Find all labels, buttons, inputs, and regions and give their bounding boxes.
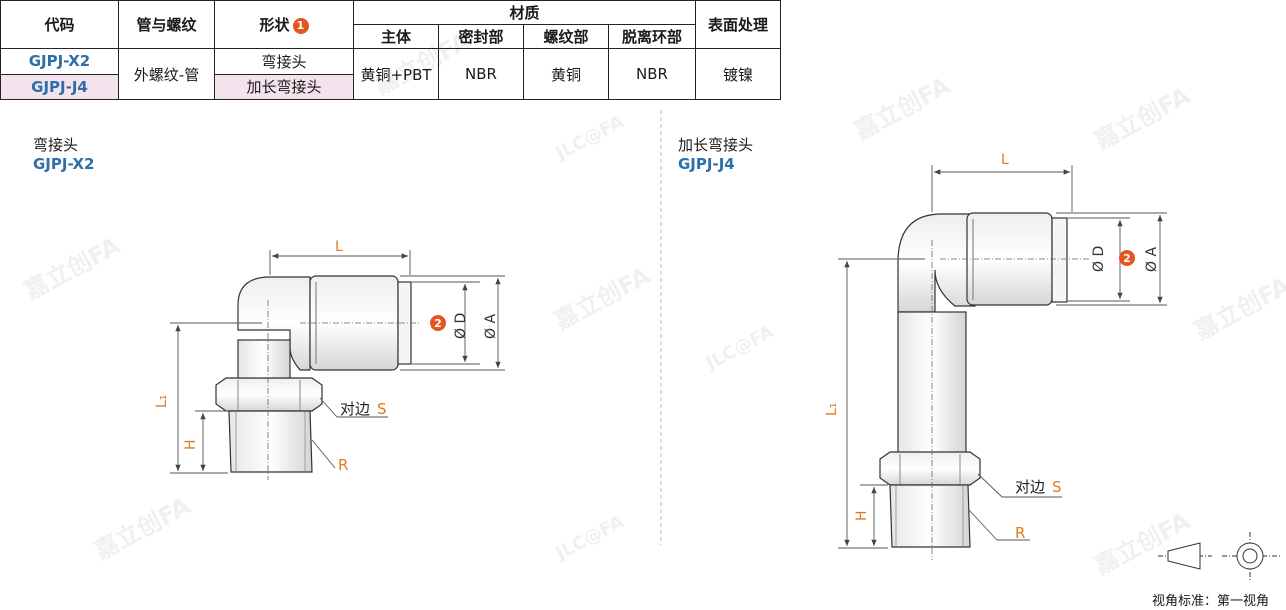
badge2-left: 2 bbox=[434, 317, 442, 330]
dim-L1-left: L₁ bbox=[154, 395, 170, 408]
left-code: GJPJ-X2 bbox=[33, 155, 95, 173]
header-code: 代码 bbox=[0, 0, 119, 49]
badge2-right-bg bbox=[1119, 250, 1135, 266]
dim-D-right: Ø D bbox=[1091, 246, 1107, 272]
watermark-brand: 嘉立创FA bbox=[850, 71, 956, 145]
dim-S-prefix-left: 对边 bbox=[340, 400, 370, 418]
projection-symbol bbox=[1158, 532, 1280, 580]
left-title: 弯接头 bbox=[33, 136, 79, 154]
row-code-j4: GJPJ-J4 bbox=[0, 73, 119, 100]
header-surface: 表面处理 bbox=[695, 0, 781, 49]
watermarks: 嘉立创FA JLC@FA 嘉立创FA 嘉立创FA 嘉立创FA JLC@FA 嘉立… bbox=[20, 26, 1286, 580]
watermark-brand: 嘉立创FA bbox=[1090, 81, 1196, 155]
watermark-brand: 嘉立创FA bbox=[1190, 271, 1286, 345]
dim-L-left: L bbox=[335, 239, 343, 255]
surface-value: 镀镍 bbox=[695, 48, 781, 100]
view-standard-note: 视角标准：第一视角 bbox=[1152, 594, 1270, 609]
header-shape-label: 形状 bbox=[259, 16, 290, 34]
badge2-left-bg bbox=[430, 315, 446, 331]
watermark-logo: JLC@FA bbox=[551, 511, 628, 565]
dim-A-left: Ø A bbox=[483, 314, 499, 339]
dim-L1-right: L₁ bbox=[824, 403, 840, 416]
watermark-logo: JLC@FA bbox=[551, 111, 628, 165]
seal-value: NBR bbox=[438, 48, 524, 100]
row-shape-j4: 加长弯接头 bbox=[214, 73, 354, 100]
watermark-brand: 嘉立创FA bbox=[1090, 506, 1196, 580]
watermark-brand: 嘉立创FA bbox=[20, 231, 126, 305]
right-dimensions bbox=[838, 165, 1167, 549]
dim-D-left: Ø D bbox=[453, 313, 469, 339]
right-centerlines bbox=[931, 240, 1090, 560]
left-centerlines bbox=[267, 300, 420, 480]
watermark-brand: 嘉立创FA bbox=[90, 491, 196, 565]
shape-badge: 1 bbox=[292, 18, 309, 34]
badge2-right: 2 bbox=[1123, 252, 1131, 265]
watermark-brand: 嘉立创FA bbox=[550, 261, 656, 335]
left-dimensions bbox=[170, 250, 505, 474]
row-shape-x2: 弯接头 bbox=[214, 48, 354, 75]
dim-R-left: R bbox=[338, 456, 348, 474]
dim-S-prefix-right: 对边 bbox=[1015, 478, 1045, 496]
dim-S-left: S bbox=[377, 400, 387, 418]
dim-R-right: R bbox=[1015, 524, 1025, 542]
header-release-ring: 脱离环部 bbox=[608, 24, 696, 49]
header-thread: 管与螺纹 bbox=[118, 0, 215, 49]
left-fitting bbox=[215, 275, 412, 473]
dim-L-right: L bbox=[1001, 152, 1009, 168]
dim-H-left: H bbox=[183, 439, 199, 450]
header-material: 材质 bbox=[353, 0, 696, 25]
right-code: GJPJ-J4 bbox=[678, 155, 735, 173]
release-value: NBR bbox=[608, 48, 696, 100]
thread-part-value: 黄铜 bbox=[523, 48, 609, 100]
dim-H-right: H bbox=[854, 510, 870, 521]
header-body: 主体 bbox=[353, 24, 439, 49]
right-title: 加长弯接头 bbox=[678, 136, 754, 154]
thread-value: 外螺纹-管 bbox=[118, 48, 215, 100]
row-code-x2: GJPJ-X2 bbox=[0, 48, 119, 75]
right-fitting bbox=[879, 212, 1068, 548]
watermark-brand: 嘉立创FA bbox=[370, 26, 476, 100]
watermark-logo: JLC@FA bbox=[701, 321, 778, 375]
dim-S-right: S bbox=[1052, 478, 1062, 496]
dim-A-right: Ø A bbox=[1144, 247, 1160, 272]
